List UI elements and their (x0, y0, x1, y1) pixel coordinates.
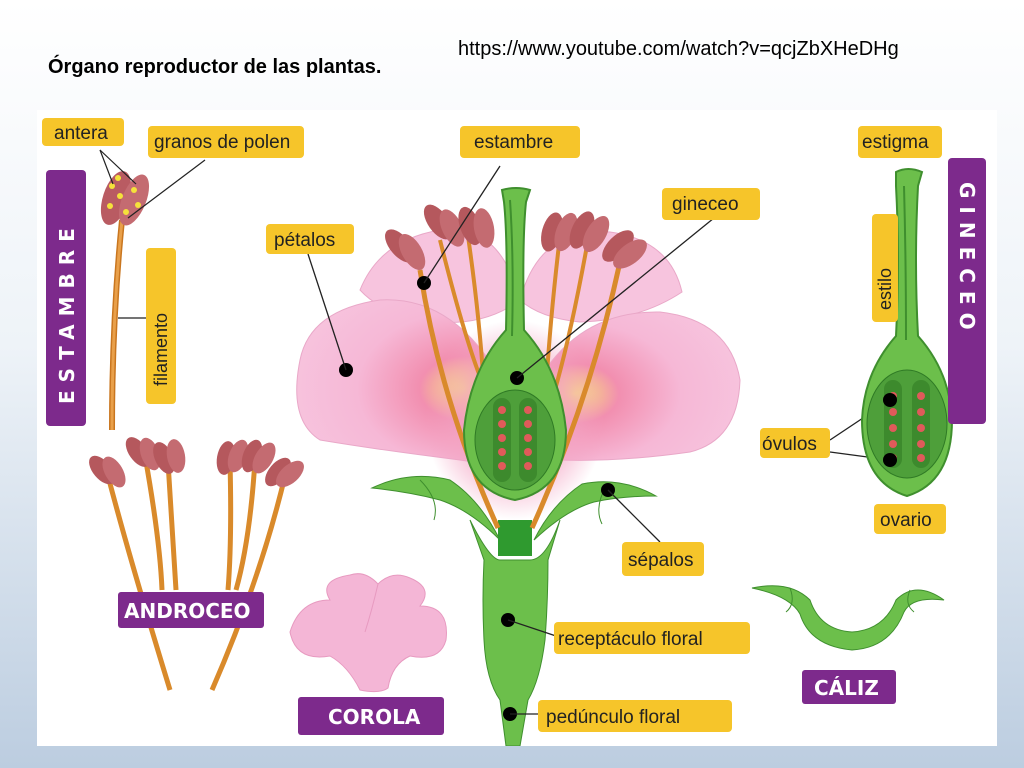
estilo-label-box (872, 214, 898, 322)
granos-de-polen-label: granos de polen (154, 132, 290, 153)
androceo-label-box (118, 592, 264, 628)
ovario-label-box (874, 504, 946, 534)
estambre-vertical-box (46, 170, 86, 426)
granos-label-box (148, 126, 304, 158)
pedunculo-floral-label: pedúnculo floral (546, 707, 680, 728)
gineceo-vertical-box (948, 158, 986, 424)
stamen-illustration (99, 149, 206, 431)
receptaculo-floral-label: receptáculo floral (558, 629, 703, 650)
caliz-label: CÁLIZ (814, 676, 879, 700)
ovulos-label: óvulos (762, 434, 817, 455)
ovulos-label-box (760, 428, 830, 458)
pedunculo-label-box (538, 700, 732, 732)
flower-diagram: antera granos de polen ESTAMBRE filament… (42, 118, 986, 746)
sepalos-label-box (622, 542, 704, 576)
ovario-label: ovario (880, 510, 932, 531)
filamento-label-box (146, 248, 176, 404)
caliz-label-box (802, 670, 896, 704)
sepalos-label: sépalos (628, 550, 694, 571)
gineceo-illustration (860, 168, 954, 498)
gineceo-label-box (662, 188, 760, 220)
estilo-label: estilo (875, 268, 895, 310)
gineceo-vertical-label: GINECEO (955, 182, 979, 338)
petalos-label: pétalos (274, 230, 335, 251)
antera-label-box (42, 118, 124, 146)
estambre-vertical-label: ESTAMBRE (55, 220, 79, 404)
filamento-label: filamento (151, 313, 171, 386)
gineceo-label: gineceo (672, 194, 739, 215)
main-flower (296, 187, 741, 746)
estigma-label-box (858, 126, 942, 158)
estambre-label: estambre (474, 132, 553, 153)
androceo-illustration (89, 437, 304, 691)
estigma-label: estigma (862, 132, 929, 153)
estambre-label-box (460, 126, 580, 158)
corola-label: COROLA (328, 705, 421, 729)
caliz-illustration (751, 585, 945, 651)
antera-label: antera (54, 123, 108, 144)
corola-illustration (289, 573, 447, 693)
androceo-label: ANDROCEO (124, 599, 251, 623)
diagram-panel: antera granos de polen ESTAMBRE filament… (37, 110, 997, 746)
corola-label-box (298, 697, 444, 735)
slide-title: Órgano reproductor de las plantas. (48, 56, 382, 78)
source-url[interactable]: https://www.youtube.com/watch?v=qcjZbXHe… (458, 38, 899, 60)
receptaculo-label-box (554, 622, 750, 654)
petalos-label-box (266, 224, 354, 254)
